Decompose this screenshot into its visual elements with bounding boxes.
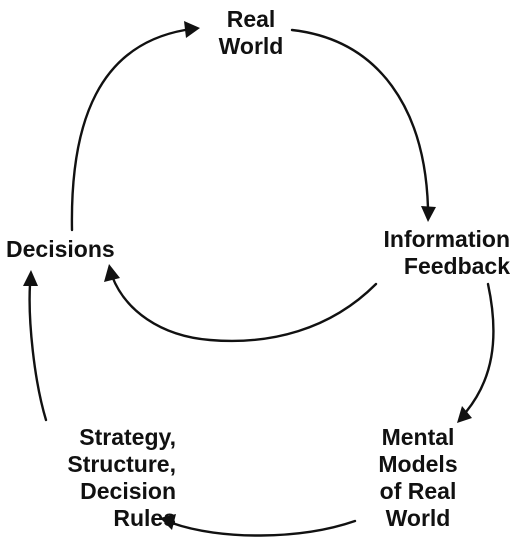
- node-decisions: Decisions: [6, 236, 146, 263]
- node-mental-models: Mental Models of Real World: [350, 424, 486, 532]
- node-real-world: Real World: [196, 6, 306, 60]
- node-mental-models-line-2: Models: [378, 451, 458, 477]
- arrowhead-information-feedback: [421, 206, 436, 222]
- arrowhead-decisions-inner: [104, 264, 120, 282]
- node-real-world-line-1: Real: [226, 6, 276, 32]
- node-strategy-line-3: Decision: [80, 478, 176, 504]
- node-decisions-line-1: Decisions: [6, 236, 115, 262]
- node-real-world-line-2: World: [218, 33, 284, 59]
- node-information-feedback-line-2: Feedback: [403, 253, 510, 279]
- node-mental-models-line-1: Mental: [381, 424, 455, 450]
- node-strategy-line-2: Structure,: [67, 451, 176, 477]
- node-strategy: Strategy, Structure, Decision Rules: [26, 424, 176, 532]
- arrow-real-world-to-information-feedback: [290, 28, 430, 210]
- arrow-decisions-to-real-world: [70, 28, 187, 232]
- arrow-information-feedback-to-mental-models: [464, 282, 495, 414]
- arrow-mental-models-to-strategy: [170, 519, 357, 537]
- arrow-information-feedback-to-decisions: [110, 274, 378, 343]
- arrowhead-real-world: [184, 21, 200, 38]
- node-strategy-line-1: Strategy,: [79, 424, 176, 450]
- arrowhead-mental-models: [457, 406, 472, 423]
- node-mental-models-line-3: of Real: [379, 478, 457, 504]
- arrowhead-decisions-outer: [23, 270, 38, 286]
- node-mental-models-line-4: World: [385, 505, 451, 531]
- node-information-feedback: Information Feedback: [340, 226, 511, 280]
- arrowhead-strategy: [160, 514, 176, 530]
- node-strategy-line-4: Rules: [113, 505, 176, 531]
- node-information-feedback-line-1: Information: [383, 226, 511, 252]
- arrow-strategy-to-decisions: [28, 282, 48, 422]
